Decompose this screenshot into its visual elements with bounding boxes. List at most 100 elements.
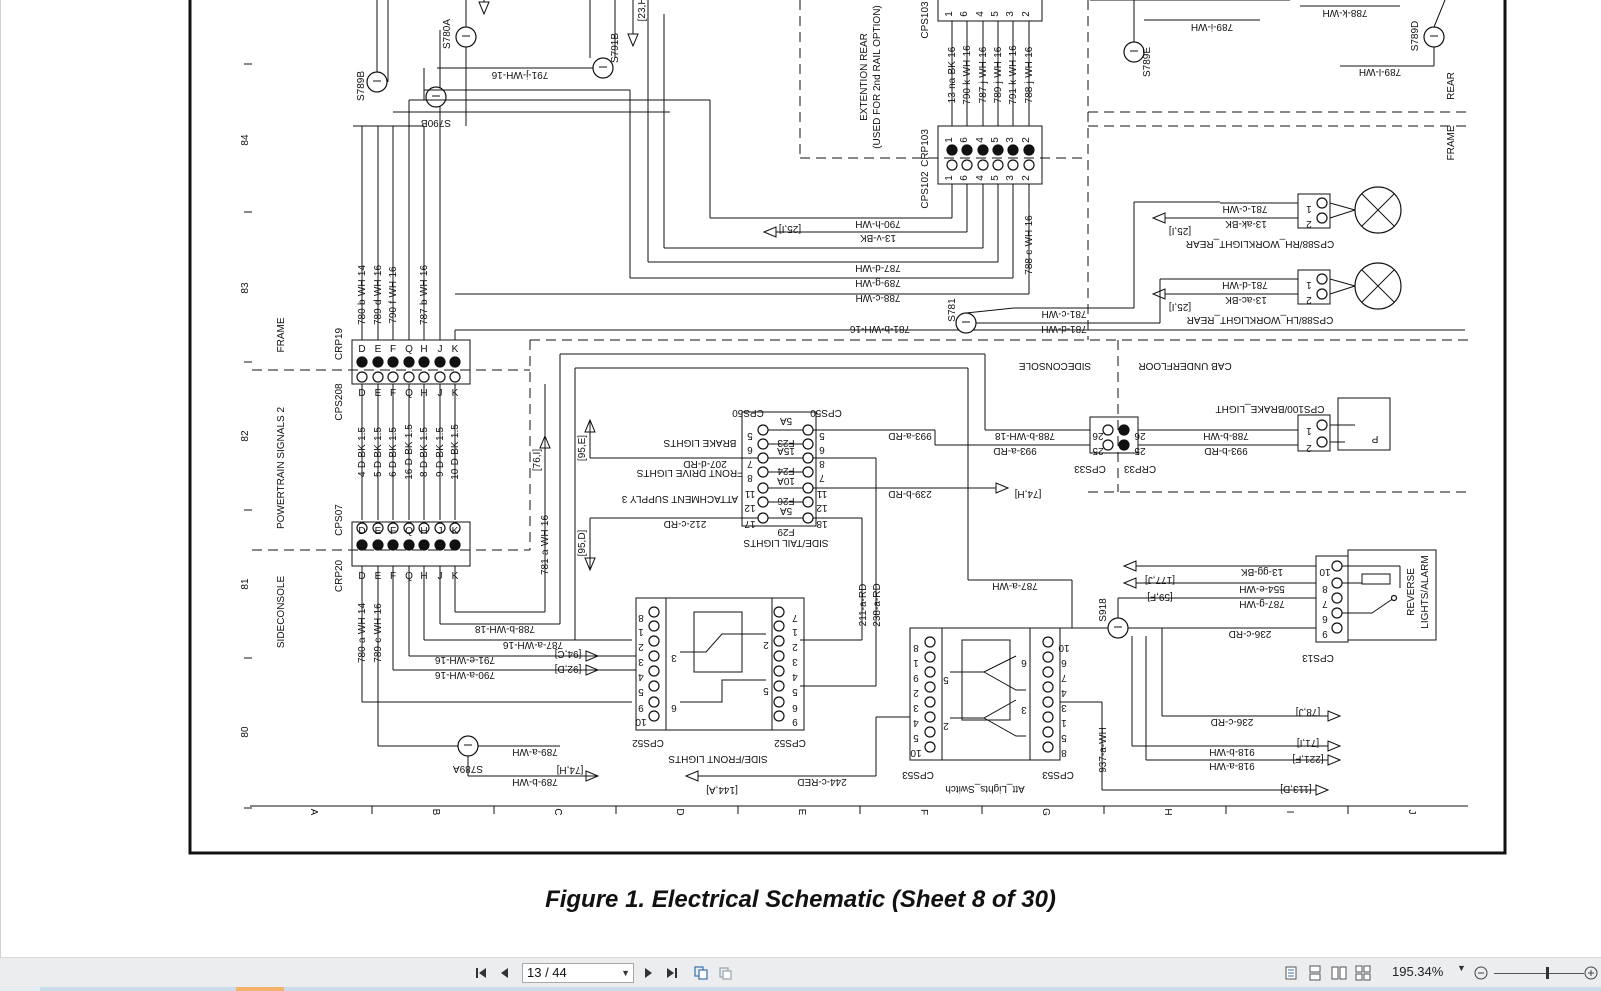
pin-letter: E — [375, 388, 382, 399]
relay-box — [693, 611, 743, 673]
copy-button[interactable] — [690, 962, 712, 984]
splice-label: S918 — [1098, 598, 1109, 622]
previous-page-button[interactable] — [494, 962, 516, 984]
connector-pin — [1023, 159, 1035, 171]
pin-number: 4 — [975, 137, 986, 143]
pin-number: 8 — [819, 458, 825, 469]
cross-reference: [144,A] — [706, 784, 738, 795]
att-switch-title: Att_Lights_Switch — [945, 783, 1025, 794]
paste-button[interactable] — [714, 962, 736, 984]
zoom-in-button[interactable] — [1580, 962, 1601, 984]
fuse-pin — [802, 482, 814, 494]
arrow-right-icon — [995, 482, 1010, 494]
arrow-down-icon — [478, 1, 490, 16]
wire-label: 993-a-RD — [888, 430, 931, 441]
pin-number: 1 — [944, 175, 955, 181]
connector-pin — [1042, 636, 1054, 648]
first-page-button[interactable] — [470, 962, 492, 984]
connector-pin — [1316, 419, 1328, 431]
zoom-dropdown-icon[interactable]: ▼ — [1457, 963, 1466, 973]
connector-pin — [356, 356, 368, 368]
two-page-continuous-view-button[interactable] — [1352, 962, 1374, 984]
pin-number: 9 — [1322, 628, 1328, 639]
connector-pin — [1042, 666, 1054, 678]
pin-number: 11 — [744, 488, 755, 499]
pin-number: 1 — [944, 137, 955, 143]
reverse-title: REVERSE — [1406, 568, 1417, 616]
section-label-frame-right: FRAME — [1446, 125, 1457, 160]
connector-pin — [418, 371, 430, 383]
pin-number: 6 — [959, 175, 970, 181]
connector-body — [1297, 269, 1331, 305]
wire — [1329, 278, 1356, 287]
page-number-field[interactable]: 13 / 44 ▼ — [522, 963, 634, 983]
copy-icon — [694, 966, 708, 980]
wire-label: 236-c-RD — [1211, 716, 1254, 727]
wire-label: 781-d-WH — [1041, 323, 1087, 334]
pin-number: 3 — [638, 656, 644, 667]
fuse-pin — [757, 452, 769, 464]
connector-pin — [372, 371, 384, 383]
wire-label: 790-a-WH-16 — [435, 669, 495, 680]
zoom-out-button[interactable] — [1470, 962, 1492, 984]
wire-label: 239-b-RD — [888, 488, 931, 499]
connector-pin — [418, 356, 430, 368]
two-page-view-button[interactable] — [1328, 962, 1350, 984]
pin-number: 1 — [638, 626, 644, 637]
zoom-out-icon — [1474, 966, 1488, 980]
splice-label: S791B — [610, 33, 621, 63]
continuous-view-button[interactable] — [1304, 962, 1326, 984]
last-page-button[interactable] — [661, 962, 683, 984]
pin-letter: F — [390, 344, 396, 355]
cross-reference: [92,D] — [554, 663, 581, 674]
connector-pin — [773, 696, 785, 708]
fuse-pin — [802, 424, 814, 436]
pin-letter: K — [452, 388, 459, 399]
chevron-down-icon[interactable]: ▼ — [621, 968, 630, 978]
zoom-slider-track[interactable] — [1494, 973, 1584, 974]
section-label-powertrain: POWERTRAIN SIGNALS 2 — [276, 407, 287, 530]
pin-letter: F — [390, 571, 396, 582]
zoom-level[interactable]: 195.34% — [1392, 964, 1444, 979]
pin-number: 25 — [1134, 445, 1146, 456]
wire-label: 781-c-WH — [1222, 203, 1267, 214]
cross-reference: [25,I] — [1169, 301, 1191, 312]
arrow-right-icon — [585, 650, 600, 662]
connector-pin — [773, 606, 785, 618]
wire — [1329, 285, 1356, 295]
pin-number: 3 — [1061, 702, 1067, 713]
connector-pin — [1042, 726, 1054, 738]
pin-letter: J — [438, 344, 443, 355]
pin-letter: Q — [405, 526, 413, 537]
pin-number: 7 — [792, 612, 798, 623]
col-letter: G — [1040, 808, 1051, 816]
pin-number: 10 — [635, 716, 647, 727]
pin-number: 3 — [1005, 175, 1016, 181]
connector-pin — [1331, 622, 1343, 634]
connector-pin — [773, 620, 785, 632]
fuse-pin — [757, 512, 769, 524]
connector-pin — [648, 696, 660, 708]
connector-label-crp20: CRP20 — [334, 559, 345, 592]
fuse-pin — [757, 482, 769, 494]
wire-label: 6-D-BK-1.5 — [388, 427, 399, 477]
connector-pin — [434, 371, 446, 383]
schematic-wires — [252, 0, 1468, 796]
single-page-view-button[interactable] — [1280, 962, 1302, 984]
cross-reference: [95,D] — [577, 529, 588, 556]
connector-pin — [924, 636, 936, 648]
wire-label: 8-D-BK-1.5 — [419, 427, 430, 477]
pin-number: 6 — [792, 702, 798, 713]
arrow-right-icon — [1315, 784, 1330, 796]
col-letter: C — [552, 808, 563, 815]
contact-point — [1390, 594, 1398, 602]
pin-number: 5 — [990, 11, 1001, 17]
pin-number: 9 — [913, 672, 919, 683]
next-page-button[interactable] — [637, 962, 659, 984]
fuse-rating: 15A — [777, 445, 795, 456]
connector-body — [351, 521, 471, 567]
zoom-slider-handle[interactable] — [1546, 967, 1549, 979]
connector-pin — [1316, 212, 1328, 224]
wire-label: 789-l-WH — [1359, 66, 1401, 77]
